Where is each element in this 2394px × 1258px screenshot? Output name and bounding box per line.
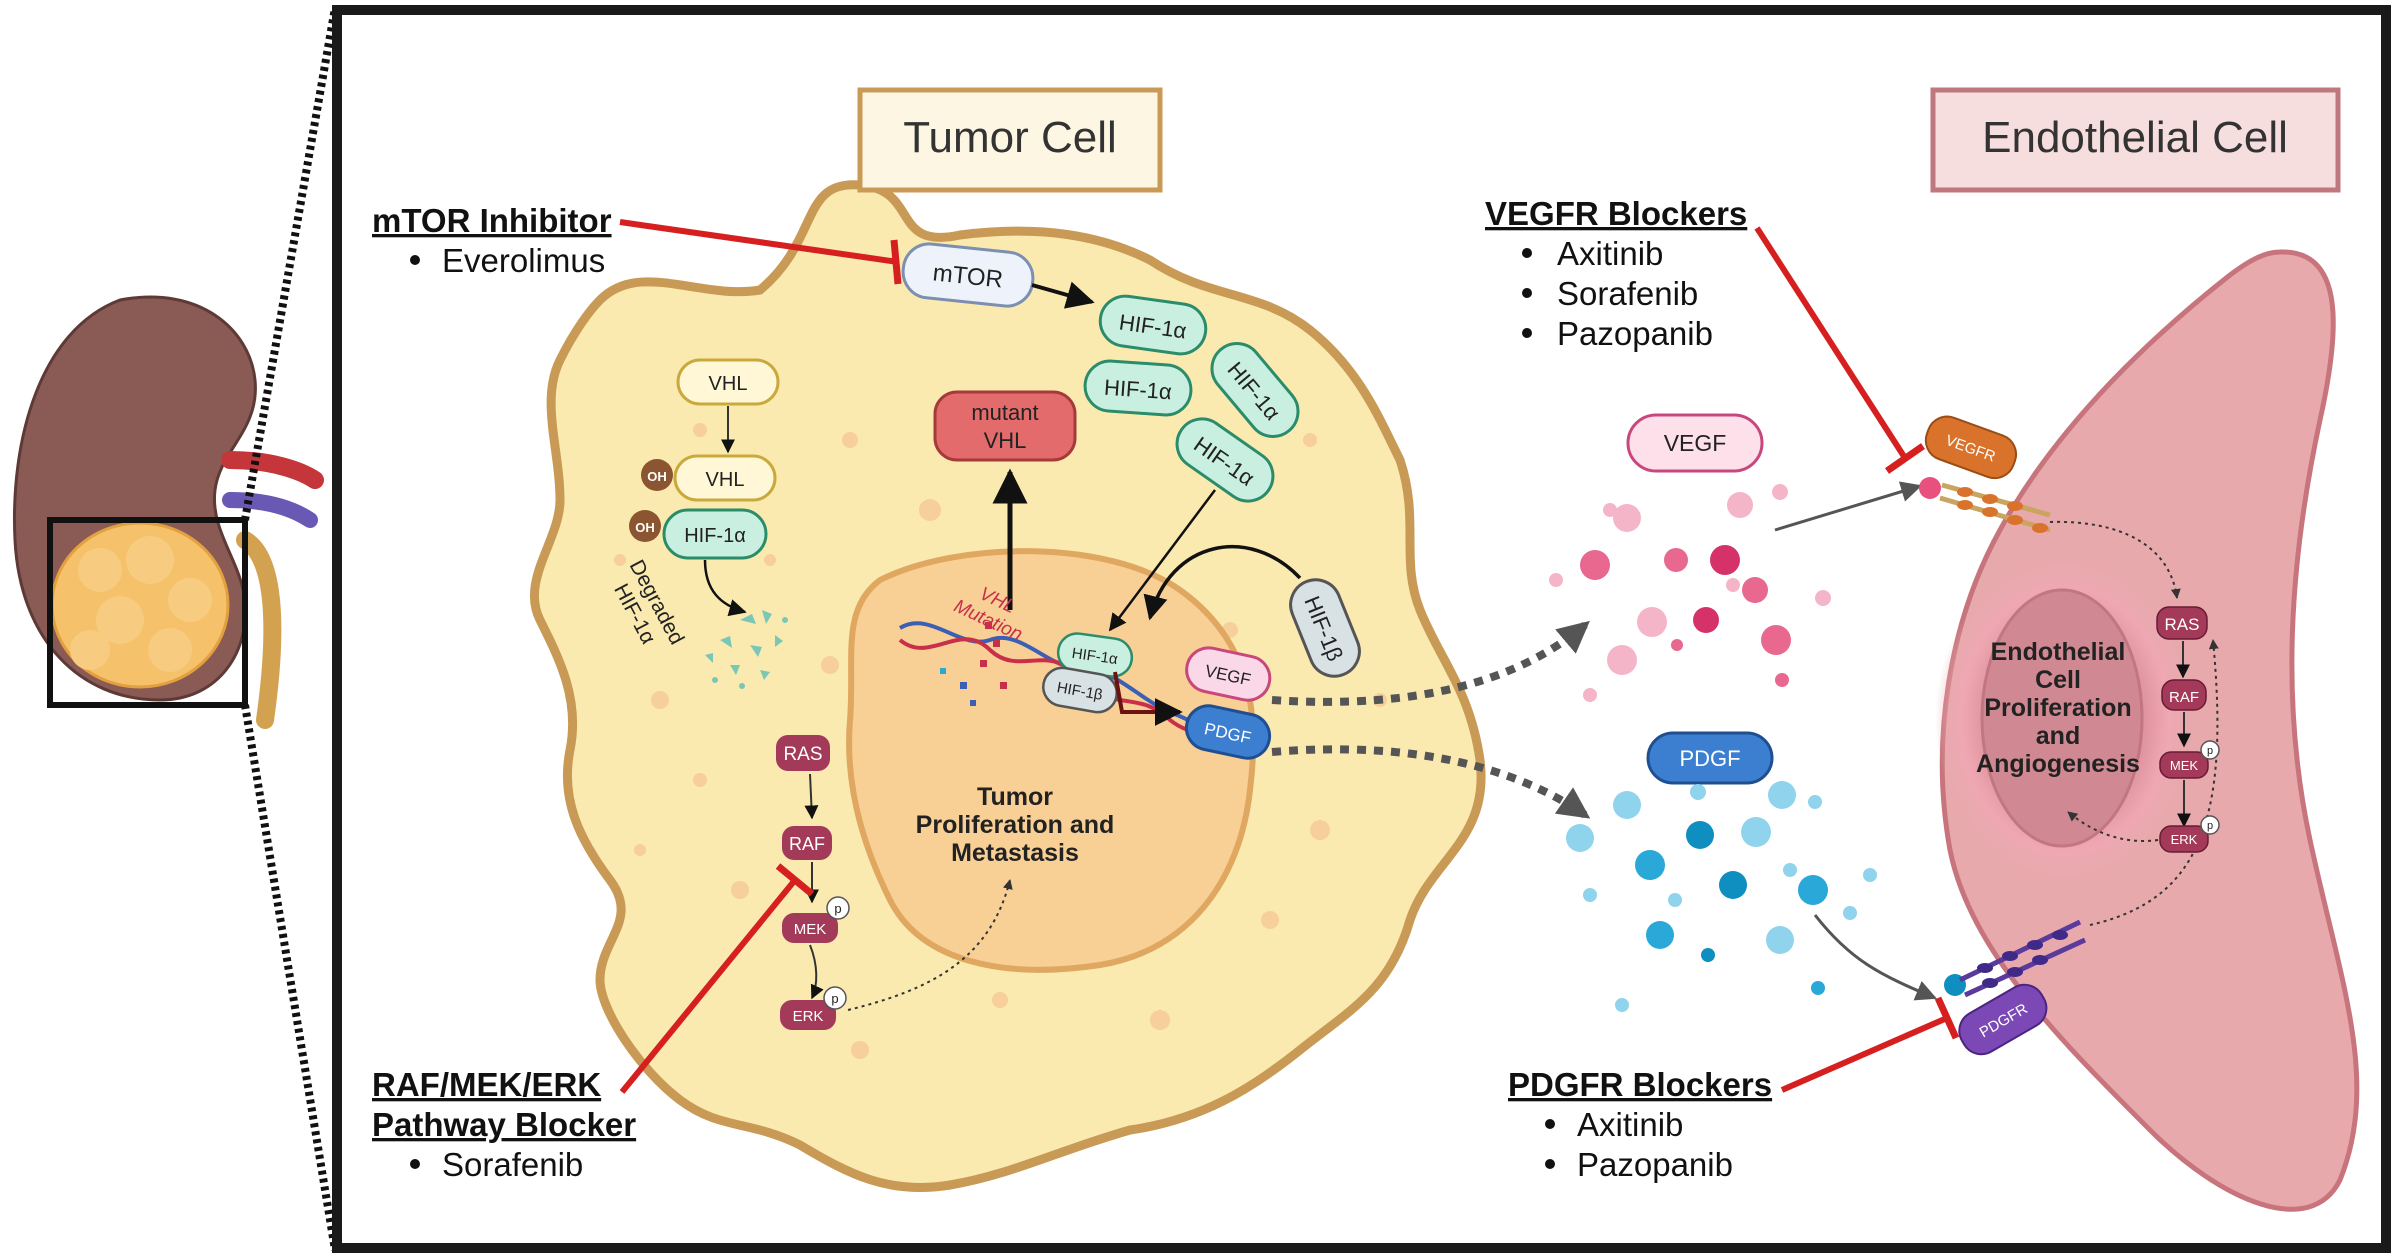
tumor-raf-label: RAF xyxy=(789,834,825,854)
nucleus-text: Tumor Proliferation and Metastasis xyxy=(916,783,1115,867)
nucleus-line1: Tumor xyxy=(977,783,1053,811)
phospho-label: p xyxy=(2207,745,2213,757)
mutant-vhl-line1: mutant xyxy=(971,400,1038,425)
hif1a-cluster: HIF-1α HIF-1α HIF-1α HIF-1α xyxy=(1083,294,1300,503)
pdgf-secretion-arrow xyxy=(1271,745,1591,819)
tumor-kinase-cascade: RAS RAF MEK p ERK p xyxy=(776,735,1013,1030)
tumor-vegf-node: VEGF xyxy=(1185,646,1272,702)
vhl-bound-label: VHL xyxy=(706,469,745,491)
endo-raf-label: RAF xyxy=(2169,689,2199,706)
vegfr-drug-sorafenib: Sorafenib xyxy=(1557,275,1698,312)
endo-outcome-line1: Endothelial xyxy=(1991,638,2126,666)
oh-label: OH xyxy=(635,520,655,535)
vegfr-blockers-block: VEGFR Blockers Axitinib Sorafenib Pazopa… xyxy=(1485,195,1925,474)
bullet-dot xyxy=(1522,288,1532,298)
endo-mek-label: MEK xyxy=(2170,758,2199,773)
raf-drug-sorafenib: Sorafenib xyxy=(442,1146,583,1183)
endo-outcome-line5: Angiogenesis xyxy=(1976,750,2140,778)
vegfr-blockers-heading: VEGFR Blockers xyxy=(1485,195,1747,232)
hif-dimer: HIF-1α HIF-1β xyxy=(1042,632,1134,714)
tumor-cell-title: Tumor Cell xyxy=(903,113,1117,162)
mtor-drug-everolimus: Everolimus xyxy=(442,242,605,279)
raf-blocker-heading-line2: Pathway Blocker xyxy=(372,1106,636,1143)
endo-ras-label: RAS xyxy=(2165,615,2200,634)
bullet-dot xyxy=(1522,248,1532,258)
endo-outcome-line4: and xyxy=(2036,722,2080,750)
endothelial-cell-title-box: Endothelial Cell xyxy=(1930,87,2341,193)
pdgfr-drug-pazopanib: Pazopanib xyxy=(1577,1146,1733,1183)
raf-blocker-heading-line1: RAF/MEK/ERK xyxy=(372,1066,601,1103)
bullet-dot xyxy=(1522,328,1532,338)
tumor-cell-title-box: Tumor Cell xyxy=(857,87,1163,193)
hif1a-small-label: HIF-1α xyxy=(1071,645,1119,668)
pdgf-particles: PDGF xyxy=(1566,731,1877,1012)
tumor-erk-label: ERK xyxy=(793,1008,824,1025)
extracellular-pdgf-label: PDGF xyxy=(1679,746,1740,771)
endothelial-cell: Endothelial Cell Proliferation and Angio… xyxy=(1935,249,2360,1212)
phospho-label: p xyxy=(831,991,838,1006)
extracellular-vegf-label: VEGF xyxy=(1664,430,1727,456)
vegf-particles: VEGF xyxy=(1549,413,1831,702)
endothelial-cell-title: Endothelial Cell xyxy=(1982,113,2288,162)
vegfr-receptor: VEGFR xyxy=(1919,415,2051,533)
bullet-dot xyxy=(1545,1159,1555,1169)
raf-blocker-block: RAF/MEK/ERK Pathway Blocker Sorafenib xyxy=(372,863,815,1183)
endo-outcome-line3: Proliferation xyxy=(1984,694,2131,722)
pdgfr-drug-axitinib: Axitinib xyxy=(1577,1106,1683,1143)
endo-erk-label: ERK xyxy=(2171,832,2198,847)
pdgfr-blockers-heading: PDGFR Blockers xyxy=(1508,1066,1772,1103)
tumor-mek-label: MEK xyxy=(794,921,827,938)
tumor-ras-label: RAS xyxy=(783,744,822,765)
vhl-hif1a-label: HIF-1α xyxy=(684,525,746,547)
endo-kinase-cascade: RAS RAF MEK p ERK p xyxy=(2067,606,2220,853)
nucleus-line3: Metastasis xyxy=(951,839,1079,867)
mutant-vhl-node: mutant VHL xyxy=(933,390,1077,462)
vegfr-drug-axitinib: Axitinib xyxy=(1557,235,1663,272)
kidney-illustration xyxy=(12,295,324,729)
nucleus xyxy=(846,548,1257,973)
bullet-dot xyxy=(410,1159,420,1169)
hif1a-label: HIF-1α xyxy=(1103,375,1173,405)
phospho-label: p xyxy=(834,901,841,916)
bullet-dot xyxy=(1545,1119,1555,1129)
phospho-label: p xyxy=(2207,820,2213,832)
vhl-degradation-pathway: VHL VHL OH HIF-1α OH Degraded HIF-1α xyxy=(609,358,788,689)
nucleus-line2: Proliferation and xyxy=(916,811,1115,839)
pdgfr-blockers-block: PDGFR Blockers Axitinib Pazopanib xyxy=(1508,996,1960,1183)
tumor-pdgf-node: PDGF xyxy=(1184,704,1272,760)
endo-outcome-line2: Cell xyxy=(2035,666,2081,694)
bullet-dot xyxy=(410,255,420,265)
hif1b-node: HIF-1β xyxy=(1289,578,1361,678)
vhl-label: VHL xyxy=(709,373,748,395)
zoom-connector xyxy=(241,7,339,1251)
pdgfr-receptor: PDGFR xyxy=(1944,919,2087,1056)
mtor-inhibitor-heading: mTOR Inhibitor xyxy=(372,202,612,239)
vegfr-drug-pazopanib: Pazopanib xyxy=(1557,315,1713,352)
mutant-vhl-line2: VHL xyxy=(984,428,1027,453)
oh-label: OH xyxy=(647,469,667,484)
vegf-secretion-arrow xyxy=(1271,620,1590,706)
mtor-inhibitor-block: mTOR Inhibitor Everolimus xyxy=(372,202,902,285)
mtor-node: mTOR xyxy=(901,242,1035,308)
